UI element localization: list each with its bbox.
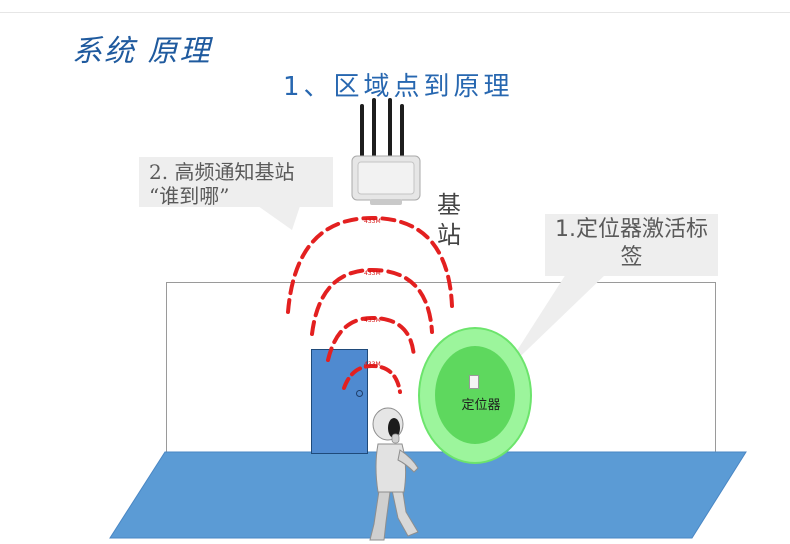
frequency-label-4: 433M [364,361,381,368]
signal-arc-third [326,315,416,362]
frequency-label-3: 433M [364,317,381,324]
base-station-notify-callout: 2. 高频通知基站 “谁到哪” [139,157,333,208]
person-right-leg [391,485,419,537]
station-panel [357,161,415,195]
base-station-label-line-2: 站 [437,221,461,249]
notify-callout-line-1: 2. 高频通知基站 [149,160,295,184]
antenna-2 [372,98,376,158]
signal-arc-second [310,267,434,336]
tag-activation-callout: 1.定位器激活标 签 [545,214,718,276]
walking-person-figure [369,407,419,541]
tag-callout-pointer [502,274,606,374]
floor-plane [109,451,747,539]
locator-label: 定位器 [461,398,501,413]
notify-callout-line-2: “谁到哪” [149,184,230,208]
antenna-3 [388,98,392,158]
frequency-label-1: 433M [364,218,381,225]
door-knob [356,390,363,397]
frequency-label-2: 433M [364,270,381,277]
locator-device-icon [469,375,479,389]
antenna-4 [400,104,404,158]
base-station-icon [351,98,421,205]
slide-title: 系统 原理 [72,34,212,69]
top-divider [0,12,790,13]
station-base [370,199,402,205]
door [311,349,368,454]
tag-callout-line-2: 签 [620,245,643,270]
base-station-label-line-1: 基 [437,191,461,219]
person-arm [397,449,419,473]
signal-arc-outer [286,215,454,314]
notify-callout-pointer [258,206,300,230]
locator-field-inner [435,346,515,444]
base-station-label: 基 站 [434,190,464,250]
slide-subtitle: 1、区域点到原理 [283,72,514,102]
person-phone [388,418,400,438]
tag-callout-line-1: 1.定位器激活标 [555,217,708,242]
antenna-1 [360,104,364,158]
person-hand [391,433,400,444]
signal-arc-inner [342,363,402,394]
